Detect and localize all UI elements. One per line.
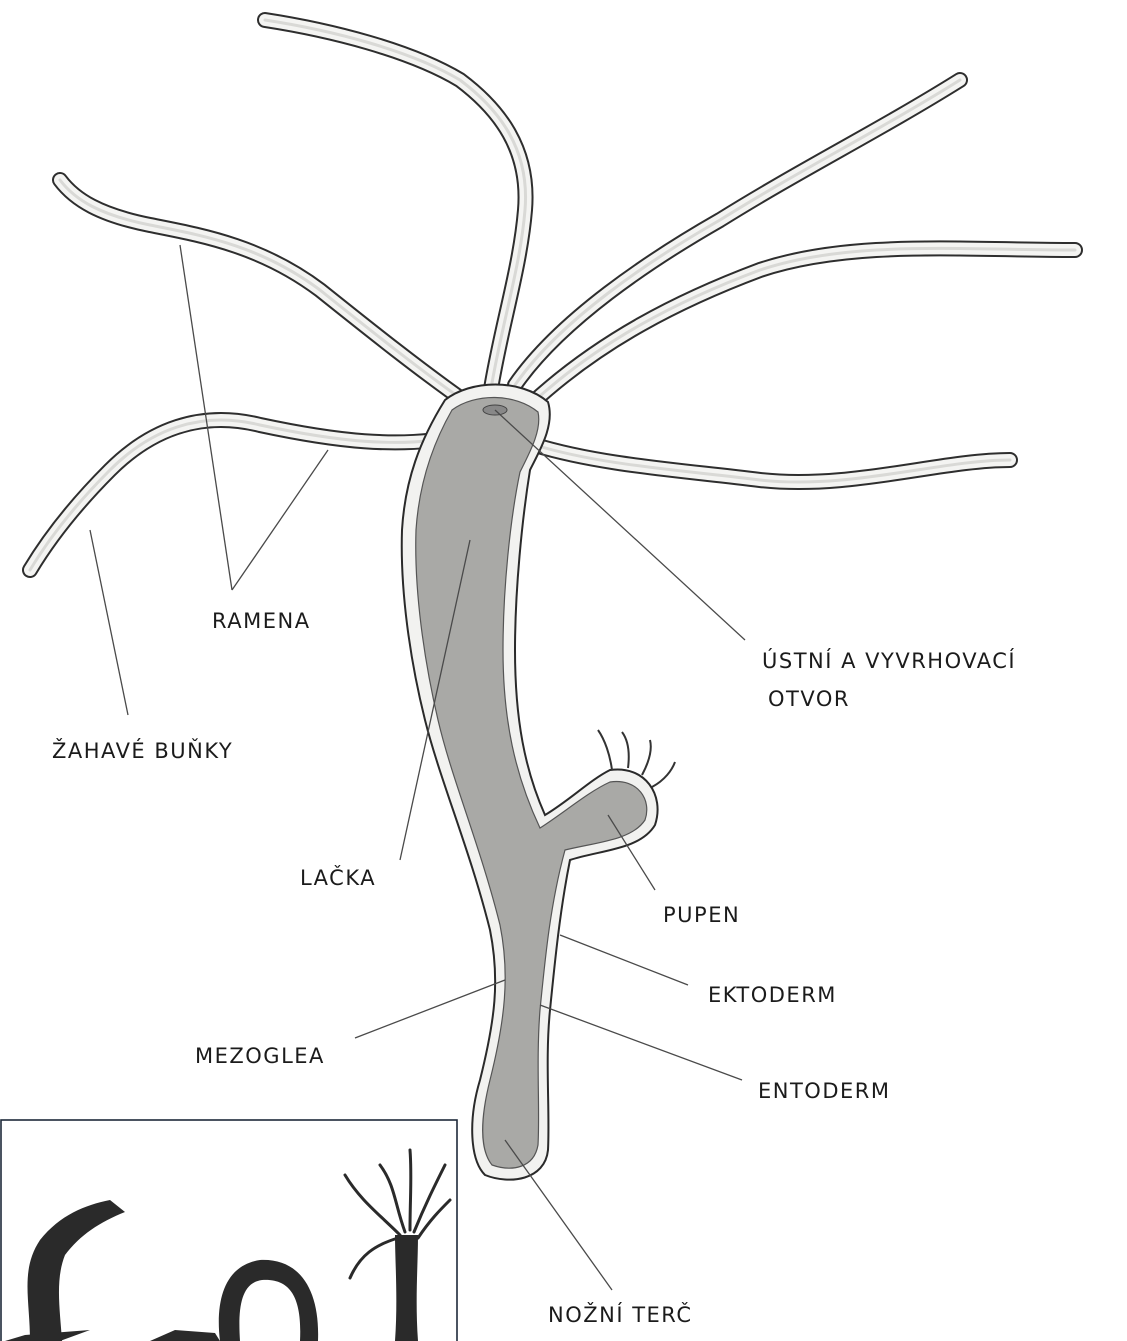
label-lacka: LAČKA [300,865,376,890]
label-zahave-bunky: ŽAHAVÉ BUŇKY [52,738,233,763]
label-ramena: RAMENA [212,609,311,633]
hydra-body [402,385,658,1180]
label-mezoglea: MEZOGLEA [195,1044,325,1068]
label-entoderm: ENTODERM [758,1079,890,1103]
label-nozni-terc: NOŽNÍ TERČ [548,1302,693,1327]
label-pupen: PUPEN [663,903,740,927]
tentacle-right-middle [530,248,1075,405]
tentacle-right-lower [535,445,1010,482]
tentacle-left-lower [30,420,465,570]
label-ustni-line2: OTVOR [768,687,850,711]
tentacle-top [265,20,526,395]
tentacle-left-upper [60,180,470,405]
tentacles [30,20,1075,570]
movement-inset [1,1120,457,1341]
label-ektoderm: EKTODERM [708,983,837,1007]
label-ustni-line1: ÚSTNÍ A VYVRHOVACÍ [762,648,1016,673]
tentacle-right-upper [515,80,960,385]
